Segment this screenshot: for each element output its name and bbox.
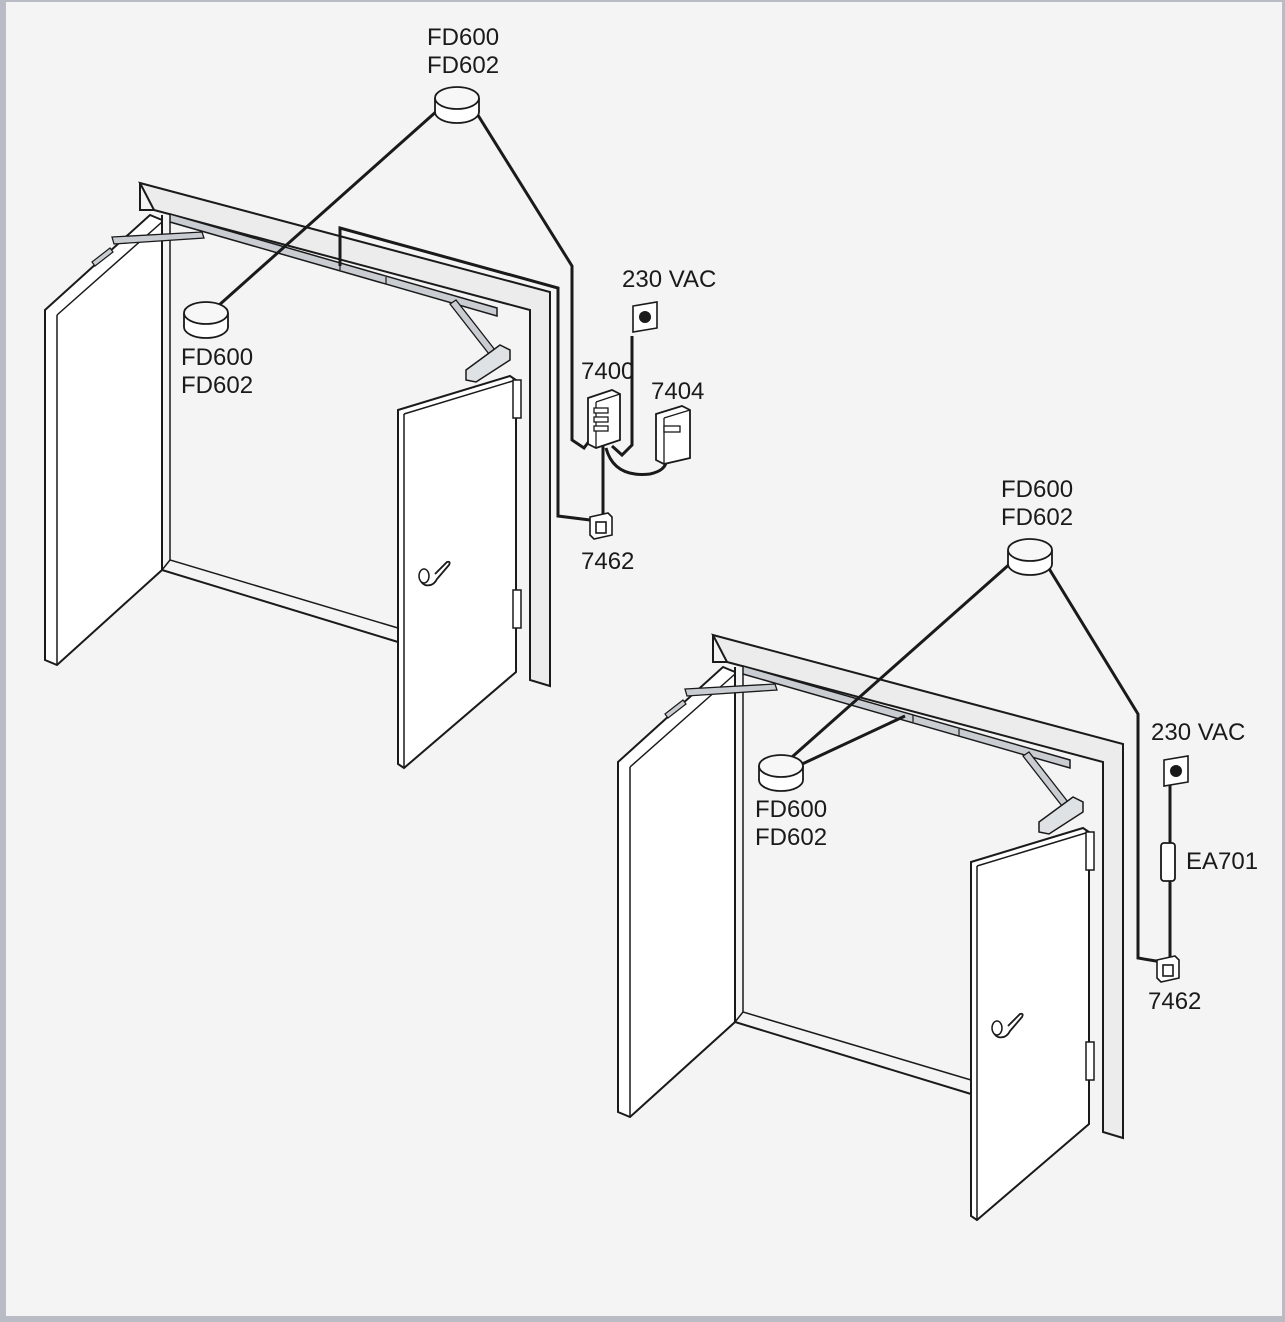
right-wiring bbox=[791, 560, 1172, 964]
left-detector-top-label: FD600 FD602 bbox=[427, 24, 499, 80]
right-door-set bbox=[617, 634, 1124, 1221]
label-line: FD600 bbox=[427, 24, 500, 51]
right-relay-label: EA701 bbox=[1186, 848, 1259, 875]
label-line: FD602 bbox=[427, 52, 500, 79]
right-detector-top-label: FD600 FD602 bbox=[1001, 476, 1073, 532]
right-detector-side-label: FD600 FD602 bbox=[755, 796, 827, 852]
left-detector-side bbox=[183, 301, 229, 339]
label-line: FD600 bbox=[1001, 476, 1074, 503]
right-release-button-7462 bbox=[1156, 955, 1180, 983]
right-power-label: 230 VAC bbox=[1151, 719, 1246, 746]
left-power-outlet bbox=[632, 301, 658, 333]
left-control-unit-7400 bbox=[587, 389, 621, 449]
left-detector-top bbox=[434, 86, 480, 124]
right-detector-side bbox=[758, 754, 804, 792]
label-line: FD602 bbox=[1001, 504, 1074, 531]
right-relay-ea701 bbox=[1160, 842, 1176, 882]
left-door-set bbox=[44, 182, 551, 769]
left-release-button-7462 bbox=[589, 512, 613, 540]
label-line: FD602 bbox=[755, 824, 828, 851]
right-power-outlet bbox=[1163, 755, 1189, 787]
left-detector-side-label: FD600 FD602 bbox=[181, 344, 253, 400]
right-release-button-label: 7462 bbox=[1148, 988, 1202, 1015]
left-release-button-label: 7462 bbox=[581, 548, 635, 575]
left-power-supply-label: 7404 bbox=[651, 378, 705, 405]
label-line: FD600 bbox=[755, 796, 828, 823]
label-line: FD600 bbox=[181, 344, 254, 371]
left-power-supply-7404 bbox=[655, 405, 691, 465]
right-detector-top bbox=[1007, 538, 1053, 576]
label-line: FD602 bbox=[181, 372, 254, 399]
left-control-unit-label: 7400 bbox=[581, 358, 635, 385]
left-power-label: 230 VAC bbox=[622, 266, 717, 293]
